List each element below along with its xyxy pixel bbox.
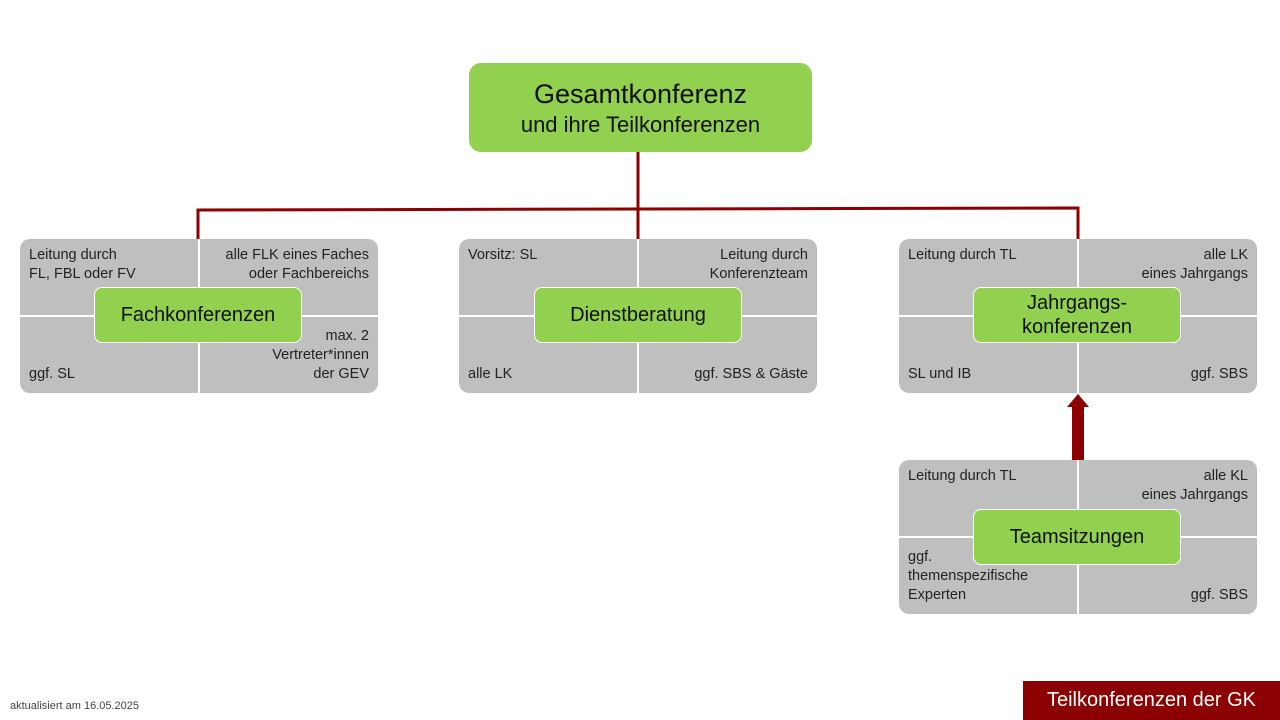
quadrant-bottom-right: ggf. SBS & Gäste bbox=[694, 366, 808, 382]
arrow-shaft bbox=[1072, 407, 1084, 462]
fachkonferenzen-label: Fachkonferenzen bbox=[94, 287, 302, 343]
quadrant-bottom-left: alle LK bbox=[468, 366, 513, 382]
slide-title-badge: Teilkonferenzen der GK bbox=[1023, 681, 1280, 720]
branch-connector bbox=[196, 206, 1080, 239]
quadrant-top-left: Leitung durch TL bbox=[908, 468, 1017, 484]
root-title: Gesamtkonferenz bbox=[533, 78, 748, 109]
quadrant-bottom-right: ggf. SBS bbox=[1190, 366, 1248, 382]
quadrant-bottom-right: ggf. SBS bbox=[1190, 587, 1248, 603]
quadrant-top-left: Leitung durch TL bbox=[908, 247, 1017, 263]
jahrgangskonferenzen-label: Jahrgangs- konferenzen bbox=[973, 287, 1181, 343]
arrow-head-icon bbox=[1067, 394, 1089, 407]
quadrant-bottom-left: ggf. SL bbox=[29, 366, 75, 382]
quadrant-top-left: Vorsitz: SL bbox=[468, 247, 538, 263]
quadrant-bottom-left: SL und IB bbox=[908, 366, 972, 382]
teamsitzungen-label: Teamsitzungen bbox=[973, 509, 1181, 565]
root-subtitle: und ihre Teilkonferenzen bbox=[520, 111, 761, 137]
gesamtkonferenz-box: Gesamtkonferenz und ihre Teilkonferenzen bbox=[469, 63, 812, 152]
updated-date: aktualisiert am 16.05.2025 bbox=[10, 700, 140, 712]
dienstberatung-label: Dienstberatung bbox=[534, 287, 742, 343]
